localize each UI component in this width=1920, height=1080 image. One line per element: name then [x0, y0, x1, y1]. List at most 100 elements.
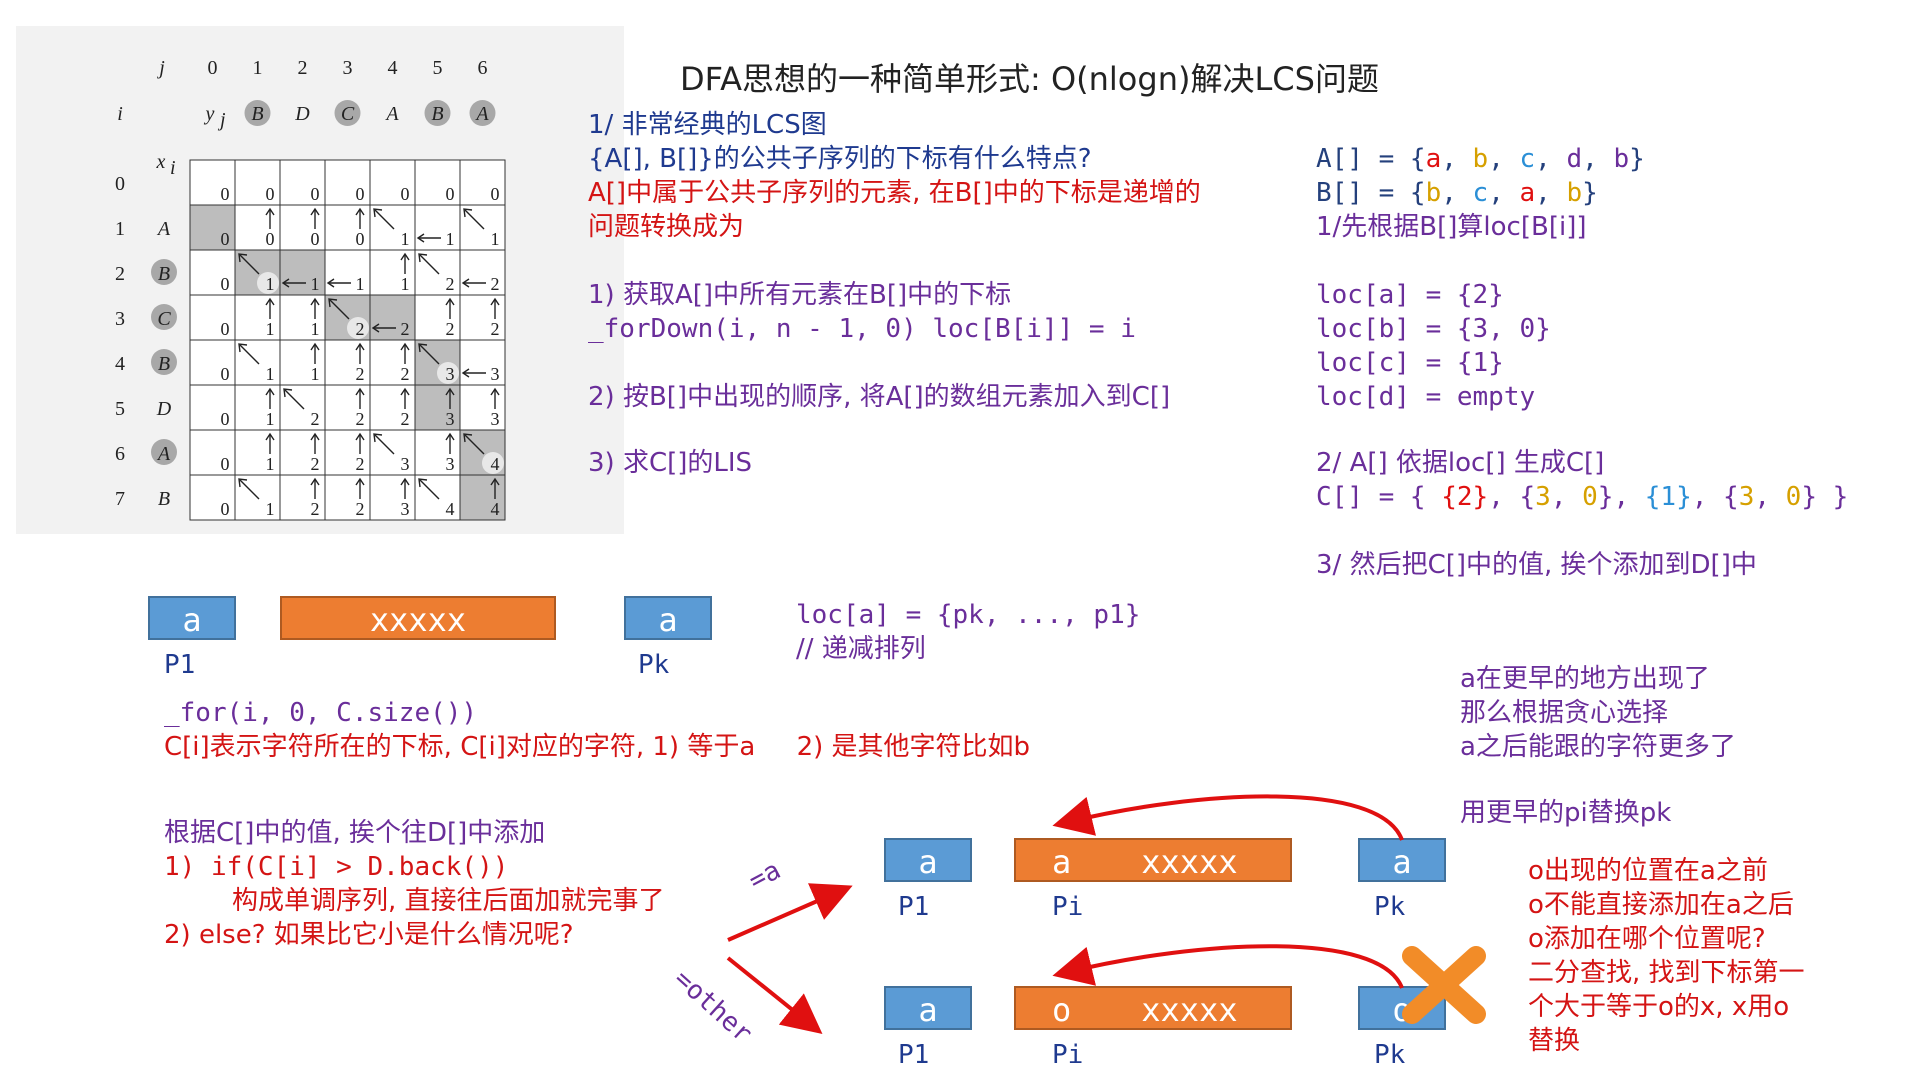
lcs-arrow-diag-head [283, 388, 293, 398]
greedy-note-3: a之后能跟的字符更多了 [1460, 732, 1736, 762]
lcs-arrow-up-head [400, 387, 410, 396]
lcs-arrow-diag-head [463, 433, 473, 443]
o-note-1: o出现的位置在a之前 [1528, 856, 1768, 886]
lcs-cell-value: 1 [266, 454, 275, 474]
lcs-cell-value: 3 [491, 364, 500, 384]
c-array-def: C[] = { {2}, {3, 0}, {1}, {3, 0} } [1316, 480, 1848, 514]
arrow-eq-a [727, 883, 853, 942]
lcs-y-char: B [251, 103, 263, 125]
lcs-arrow-diag-head [418, 343, 428, 353]
b-items-sep: , [1535, 178, 1567, 208]
b-items-sep: , [1441, 178, 1473, 208]
lcs-x-circle [151, 349, 177, 375]
lcs-cell-circle [482, 452, 504, 474]
lcs-cell-value: 1 [401, 229, 410, 249]
lcs-j-index: 3 [343, 57, 353, 79]
c-g4-close: } [1801, 482, 1817, 512]
lcs-j-index: 2 [298, 57, 308, 79]
lcs-cell-value: 1 [491, 229, 500, 249]
diag-top-a-pk: a [1358, 838, 1446, 882]
lcs-i-index: 4 [115, 353, 125, 375]
lcs-cell [189, 384, 236, 431]
lcs-arrow-diag-head [238, 343, 248, 353]
array-b-def: B[] = {b, c, a, b} [1316, 176, 1598, 210]
c-g4-sep: , [1754, 482, 1786, 512]
diag-bot-pi-char: o [1052, 991, 1072, 1029]
c-sep-2: , [1613, 482, 1645, 512]
lcs-arrow-diag [419, 479, 440, 500]
c-g4-open: { [1723, 482, 1739, 512]
ci-meaning-line: C[i]表示字符所在的下标, C[i]对应的字符, 1) 等于a 2) 是其他字… [164, 732, 1031, 762]
b-items-item: b [1425, 178, 1442, 208]
lcs-arrow-left-head [416, 233, 425, 243]
array-a-items: a, b, c, d, b [1426, 144, 1630, 174]
append-rule-else: 2) else? 如果比它小是什么情况呢? [164, 920, 574, 950]
lcs-arrow-left-head [371, 323, 380, 333]
lcs-cell-value: 2 [446, 319, 455, 339]
lcs-y-char: A [474, 103, 489, 125]
diag-bot-label-pi: Pi [1052, 1040, 1084, 1070]
lcs-arrow-diag-head [328, 298, 338, 308]
lcs-cell-value: 4 [446, 499, 455, 519]
lcs-cell-value: 0 [221, 229, 230, 249]
lcs-arrow-up-head [445, 387, 455, 396]
lcs-arrow-up-head [490, 387, 500, 396]
c-g4-a: 3 [1738, 482, 1755, 512]
lcs-cell-value: 2 [491, 319, 500, 339]
lcs-cell-value: 2 [401, 364, 410, 384]
lcs-cell-value: 2 [311, 499, 320, 519]
append-rule-title: 根据C[]中的值, 挨个往D[]中添加 [164, 818, 546, 848]
note-step1b: _forDown(i, n - 1, 0) loc[B[i]] = i [588, 314, 1136, 344]
c-array-prefix: C[] = { [1316, 482, 1442, 512]
lcs-i-index: 3 [115, 308, 125, 330]
lcs-cell-value: 2 [401, 319, 410, 339]
lcs-arrow-diag-head [373, 433, 383, 443]
lcs-j-label: j [156, 57, 165, 79]
lcs-arrow-diag-head [238, 253, 248, 263]
loc-comment: // 递减排列 [796, 634, 926, 664]
c-group-3: {1} [1644, 482, 1692, 512]
b-items-item: b [1566, 178, 1583, 208]
label-eq-a: =a [744, 855, 786, 897]
lcs-arrow-up-head [490, 477, 500, 486]
diag-bot-o-pk: o [1358, 986, 1446, 1030]
lcs-yj-label: y [204, 103, 215, 125]
lcs-cell-value: 0 [401, 184, 410, 204]
arrow-replace-bottom [1052, 944, 1404, 989]
lcs-y-circle [334, 100, 361, 126]
lcs-arrow-up-head [490, 297, 500, 306]
lcs-j-index: 0 [208, 57, 218, 79]
lcs-cell-value: 1 [266, 409, 275, 429]
lcs-y-char: C [341, 103, 355, 125]
lcs-cell-value: 2 [311, 454, 320, 474]
lcs-j-index: 4 [388, 57, 398, 79]
lcs-cell-value: 0 [221, 364, 230, 384]
lcs-cell-value: 4 [491, 499, 500, 519]
diag-top-label-pk: Pk [1374, 892, 1406, 922]
lcs-x-char: B [158, 488, 170, 510]
box-a-pk: a [624, 596, 712, 640]
lcs-arrow-up-head [355, 207, 365, 216]
lcs-cell-value: 1 [266, 499, 275, 519]
lcs-x-char: A [156, 218, 171, 240]
lcs-arrow-diag [329, 299, 350, 320]
lcs-arrow-diag [239, 254, 260, 275]
lcs-cell-value: 3 [491, 409, 500, 429]
loc-c: loc[c] = {1} [1316, 348, 1504, 378]
array-b-close: } [1582, 178, 1598, 208]
o-note-4: 二分查找, 找到下标第一 [1528, 958, 1805, 988]
step3-title: 3/ 然后把C[]中的值, 挨个添加到D[]中 [1316, 550, 1757, 580]
lcs-i-index: 5 [115, 398, 125, 420]
lcs-cell-value: 2 [401, 409, 410, 429]
diag-top-a-p1: a [884, 838, 972, 882]
lcs-cell-value: 1 [311, 319, 320, 339]
diag-top-pi-char: a [1052, 843, 1072, 881]
lcs-cell-value: 0 [221, 184, 230, 204]
c-g2-open: { [1519, 482, 1536, 512]
lcs-arrow-up-head [310, 207, 320, 216]
lcs-j-index: 1 [253, 57, 263, 79]
a-items-sep: , [1441, 144, 1473, 174]
c-group-4: {3, 0} [1723, 482, 1817, 512]
